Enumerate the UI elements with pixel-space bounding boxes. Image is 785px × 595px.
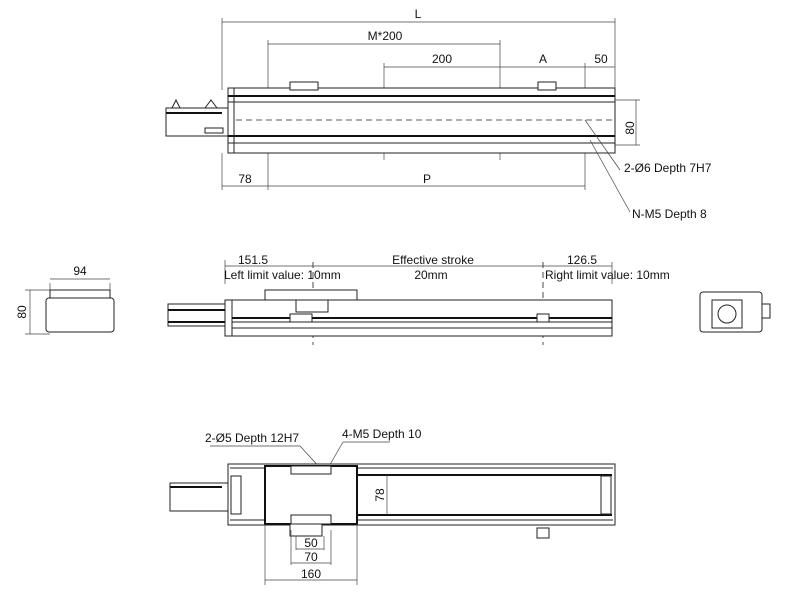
effective-stroke-label: Effective stroke [392, 253, 474, 267]
callout-threads-bottom: 4-M5 Depth 10 [342, 427, 422, 441]
dim-200: 200 [432, 52, 452, 66]
dim-151-5: 151.5 [238, 253, 268, 267]
dim-M200: M*200 [368, 29, 403, 43]
end-view-left [45, 297, 115, 333]
dim-80-end: 80 [15, 305, 29, 319]
callout-holes: 2-Ø6 Depth 7H7 [624, 161, 712, 175]
dim-126-5: 126.5 [567, 253, 597, 267]
dim-70: 70 [304, 550, 318, 564]
dim-50-bottom: 50 [304, 536, 318, 550]
dim-80: 80 [623, 121, 637, 135]
effective-stroke-value: 20mm [414, 268, 447, 282]
dim-A: A [539, 52, 547, 66]
callout-threads: N-M5 Depth 8 [632, 207, 707, 221]
bottom-view: 2-Ø5 Depth 12H7 4-M5 Depth 10 78 50 70 1… [169, 427, 616, 585]
dim-50: 50 [594, 52, 608, 66]
top-view: L M*200 200 A 50 80 78 P 2-Ø6 Dep [165, 7, 712, 221]
right-limit: Right limit value: 10mm [545, 268, 670, 282]
dim-L: L [415, 7, 422, 21]
dim-78-bottom: 78 [373, 488, 387, 502]
dim-160: 160 [301, 567, 321, 581]
left-limit: Left limit value: 10mm [224, 268, 341, 282]
callout-pins: 2-Ø5 Depth 12H7 [205, 431, 299, 445]
dim-94: 94 [73, 264, 87, 278]
dim-P: P [423, 172, 431, 186]
dim-78: 78 [238, 172, 252, 186]
side-view: 151.5 Left limit value: 10mm Effective s… [15, 253, 771, 345]
